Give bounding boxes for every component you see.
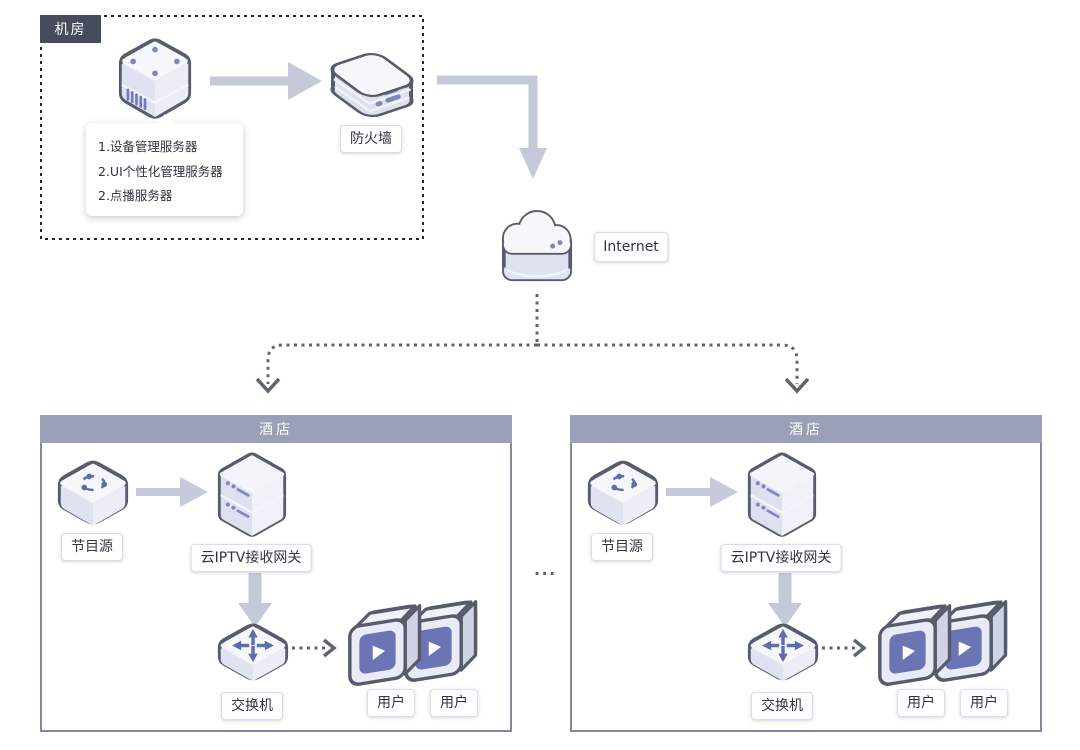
tv-user-icon-back [404,600,478,682]
note-line-2: 2.UI个性化管理服务器 [98,164,223,179]
tv-user-icon-front [878,604,952,686]
note-line-3: 2.点播服务器 [98,188,173,203]
arrow-source-to-gateway [136,477,208,507]
program-source-icon [57,460,129,526]
switch-icon [217,623,289,682]
user-label-2: 用户 [430,689,478,717]
internet-cloud-icon [501,210,573,282]
firewall-label: 防火墙 [340,125,402,153]
iptv-gateway-icon [747,452,817,537]
switch-icon [747,623,819,682]
user-label-1: 用户 [367,689,415,717]
machine-room-dashed-border [40,15,424,240]
switch-label: 交换机 [751,692,813,720]
arrow-firewall-to-internet [437,75,547,179]
user-label-2: 用户 [960,689,1008,717]
hotel-header: 酒店 [570,415,1042,443]
iptv-gateway-icon [217,452,287,537]
iptv-gateway-label: 云IPTV接收网关 [720,544,842,572]
arrow-source-to-gateway [666,477,738,507]
hotel-group-2: 酒店 节目源 [570,415,1042,732]
server-icon [118,38,192,119]
machine-room-label: 机房 [54,22,87,38]
note-pointer [156,114,174,124]
ellipsis: ... [534,560,557,579]
switch-label: 交换机 [221,692,283,720]
hotel-group-1: 酒店 节目源 [40,415,512,732]
server-note: 1.设备管理服务器 2.UI个性化管理服务器 2.点播服务器 [86,114,243,216]
dotted-split-lines [266,294,799,384]
hotel-title: 酒店 [259,422,293,438]
hotel-title: 酒店 [789,422,823,438]
arrow-server-to-firewall [210,62,322,100]
note-line-1: 1.设备管理服务器 [98,139,198,154]
hotel-connectors [666,477,867,658]
user-label-1: 用户 [897,689,945,717]
hotel-connectors [136,477,337,658]
dotted-arrow-switch-to-users [822,638,867,658]
machine-room-tab: 机房 [40,15,101,43]
program-source-label: 节目源 [61,533,123,561]
arrow-gateway-to-switch [238,573,272,627]
firewall-icon [330,53,414,117]
program-source-label: 节目源 [591,533,653,561]
hotel-header: 酒店 [40,415,512,443]
tv-user-icon-front [348,604,422,686]
iptv-gateway-label: 云IPTV接收网关 [190,544,312,572]
internet-label: Internet [594,232,668,262]
arrow-gateway-to-switch [768,573,802,627]
program-source-icon [587,460,659,526]
dotted-arrow-switch-to-users [292,638,337,658]
dotted-arrowheads [255,377,810,394]
